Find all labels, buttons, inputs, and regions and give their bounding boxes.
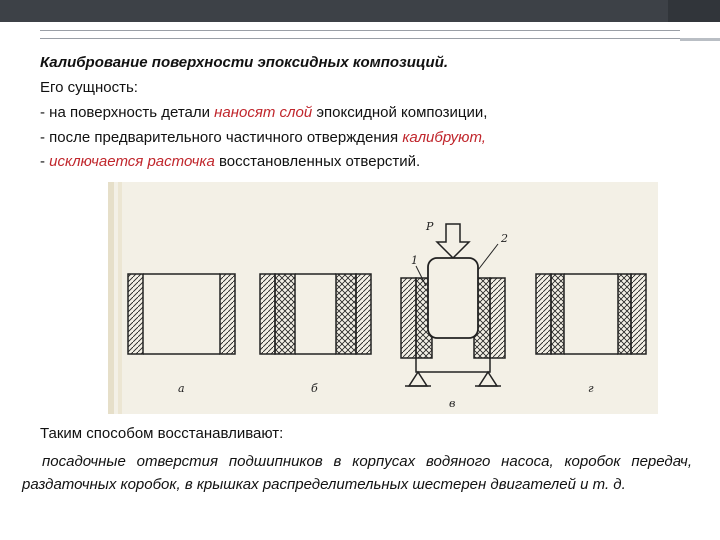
bullet-calibrate-highlight: калибруют, [402, 129, 486, 146]
restore-intro: Таким способом восстанавливают: [40, 425, 284, 442]
essence-heading: Его сущность: [40, 79, 138, 96]
restore-paragraph-text: посадочные отверстия подшипников в корпу… [22, 453, 692, 493]
calibration-process-figure: а б P 2 1 в г [108, 182, 658, 414]
diagram-b-epoxy-left [274, 273, 296, 355]
diagram-a: а [127, 273, 236, 395]
slide-top-bar-corner [668, 0, 720, 22]
bullet-apply-layer-prefix: - на поверхность детали [40, 104, 215, 121]
diagram-g-label: г [588, 382, 594, 395]
bullet-no-boring: - исключается расточка восстановленных о… [40, 153, 420, 170]
bullet-no-boring-highlight: исключается расточка [49, 153, 215, 170]
diagram-b-epoxy-right [335, 273, 357, 355]
header-rule-lower [40, 38, 680, 39]
header-rule-accent [680, 38, 720, 41]
part-callout-label: 1 [411, 254, 418, 267]
diagram-v: P 2 1 в [400, 220, 508, 410]
bullet-calibrate: - после предварительного частичного отве… [40, 129, 486, 146]
diagram-g-epoxy-left [550, 273, 565, 355]
diagram-v-base [415, 358, 491, 373]
diagram-b-label: б [311, 382, 318, 395]
header-rule-upper [40, 30, 680, 31]
press-force-label: P [425, 220, 434, 233]
diagram-a-label: а [178, 382, 185, 395]
diagram-b-wall-left [259, 273, 276, 355]
slide-top-bar [0, 0, 720, 22]
bullet-calibrate-prefix: - после предварительного частичного отве… [40, 129, 403, 146]
figure-background [108, 182, 658, 414]
press-force-arrow-icon [435, 223, 471, 260]
diagram-g-epoxy-right [617, 273, 632, 355]
bullet-no-boring-prefix: - [40, 153, 50, 170]
diagram-g-wall-right [630, 273, 647, 355]
diagram-g-wall-left [535, 273, 552, 355]
figure-edge [108, 182, 114, 414]
mandrel-callout-line [477, 243, 499, 271]
bullet-apply-layer-highlight: наносят слой [214, 104, 313, 121]
diagram-b-wall-right [355, 273, 372, 355]
diagram-b: б [259, 273, 372, 395]
bullet-apply-layer: - на поверхность детали наносят слой эпо… [40, 104, 487, 121]
diagram-v-wall-left [400, 277, 417, 359]
bullet-apply-layer-suffix: эпоксидной композиции, [312, 104, 488, 121]
restore-paragraph: посадочные отверстия подшипников в корпу… [22, 450, 692, 496]
diagram-a-wall-right [219, 273, 236, 355]
bullet-no-boring-suffix: восстановленных отверстий. [214, 153, 421, 170]
calibrating-mandrel [427, 257, 479, 339]
mandrel-callout-label: 2 [500, 232, 508, 245]
figure-edge-2 [118, 182, 122, 414]
diagram-a-wall-left [127, 273, 144, 355]
slide-title: Калибрование поверхности эпоксидных комп… [40, 54, 449, 71]
diagram-v-wall-right [489, 277, 506, 359]
diagram-g: г [535, 273, 647, 395]
diagram-v-label: в [449, 397, 455, 410]
